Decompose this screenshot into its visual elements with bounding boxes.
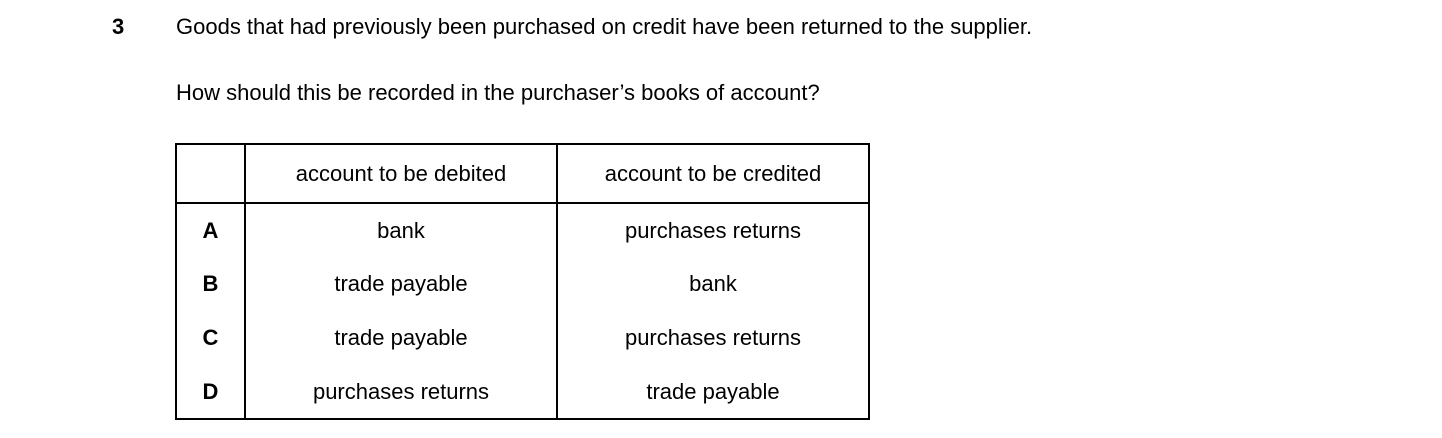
debit-value: trade payable [244, 311, 558, 365]
header-debit-cell: account to be debited [244, 144, 558, 204]
table-row: C trade payable purchases returns [175, 311, 870, 365]
header-letter-cell [175, 144, 246, 204]
answer-options-table: account to be debited account to be cred… [175, 143, 870, 420]
question-text: Goods that had previously been purchased… [176, 14, 1033, 39]
question-prompt: How should this be recorded in the purch… [176, 80, 820, 105]
table-header-row: account to be debited account to be cred… [175, 144, 870, 204]
debit-value: trade payable [244, 257, 558, 311]
credit-value: purchases returns [556, 311, 870, 365]
header-credit-cell: account to be credited [556, 144, 870, 204]
credit-value: purchases returns [556, 203, 870, 257]
table-row: D purchases returns trade payable [175, 365, 870, 419]
credit-value: bank [556, 257, 870, 311]
option-letter: A [175, 203, 246, 257]
debit-value: purchases returns [244, 365, 558, 419]
debit-value: bank [244, 203, 558, 257]
credit-value: trade payable [556, 365, 870, 419]
table-row: A bank purchases returns [175, 203, 870, 257]
question-number: 3 [112, 14, 125, 39]
option-letter: D [175, 365, 246, 419]
table-row: B trade payable bank [175, 257, 870, 311]
option-letter: C [175, 311, 246, 365]
option-letter: B [175, 257, 246, 311]
